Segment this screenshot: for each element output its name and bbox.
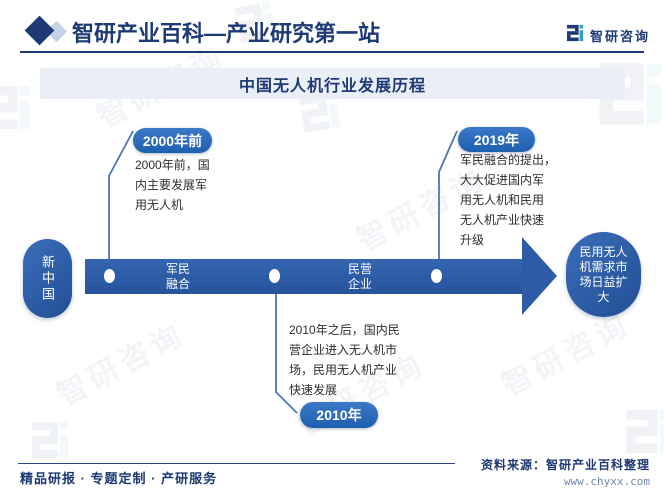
header-divider <box>20 51 644 53</box>
timeline-bar <box>85 259 523 294</box>
timeline-end-label: 民用无人 机需求市 场日益扩 大 <box>579 244 628 304</box>
timeline-end-node: 民用无人 机需求市 场日益扩 大 <box>566 232 641 317</box>
brand-logo: 智研咨询 <box>566 24 650 47</box>
timeline-dot-2010 <box>269 269 280 283</box>
milestone-year-2019: 2019年 <box>458 127 535 152</box>
milestone-year-2000: 2000年前 <box>133 128 212 153</box>
timeline-start-node: 新中国 <box>23 239 72 318</box>
data-source: 资料来源：智研产业百科整理 <box>480 458 650 472</box>
chart-title: 中国无人机行业发展历程 <box>238 77 426 95</box>
timeline-segment-label-1: 军民 融合 <box>165 262 190 291</box>
timeline-segment-label-2: 民营 企业 <box>347 262 372 291</box>
timeline-start-label: 新中国 <box>40 254 55 303</box>
website-url: www.chyxx.com <box>563 475 650 488</box>
milestone-desc-2019: 军民融合的提出， 大大促进国内军 用无人机和民用 无人机产业快速 升级 <box>460 153 557 247</box>
brand-name: 智研咨询 <box>589 29 650 44</box>
timeline-dot-2000 <box>104 269 115 283</box>
milestone-year-2010: 2010年 <box>300 402 378 428</box>
chart-title-bar: 中国无人机行业发展历程 <box>40 68 625 99</box>
timeline-dot-2019 <box>431 269 442 283</box>
milestone-desc-2010: 2010年之后，国内民 营企业进入无人机市 场，民用无人机产业 快速发展 <box>289 323 400 397</box>
zhiyan-logo-icon <box>566 24 585 47</box>
site-title: 智研产业百科—产业研究第一站 <box>72 21 381 46</box>
timeline-arrowhead-icon <box>522 237 557 315</box>
footer-divider <box>18 463 455 464</box>
footer-tagline: 精品研报 · 专题定制 · 产研服务 <box>20 471 218 486</box>
milestone-desc-2000: 2000年前，国 内主要发展军 用无人机 <box>135 158 210 212</box>
